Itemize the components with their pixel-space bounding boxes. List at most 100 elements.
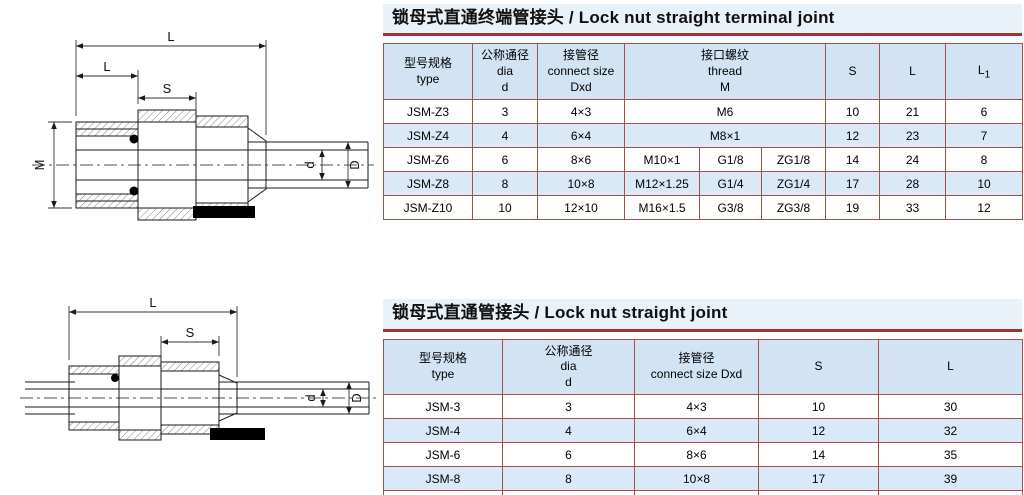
table-cell: 39 (878, 466, 1023, 492)
dim-label-L-overall: L (167, 29, 174, 44)
spec-column: 锁母式直通终端管接头 / Lock nut straight terminal … (383, 4, 1023, 495)
table-cell: 12×10 (537, 195, 625, 221)
table-cell: 10 (945, 171, 1023, 197)
dim-label-S: S (163, 81, 172, 96)
table-cell: 8 (502, 466, 635, 492)
col-header-L: L (879, 43, 946, 101)
table-cell: M16×1.5 (624, 195, 700, 221)
table-cell: 4×3 (537, 99, 625, 125)
table-cell: 12 (945, 195, 1023, 221)
table-cell: JSM-Z4 (383, 123, 473, 149)
table-cell: 35 (878, 442, 1023, 468)
seal-block (210, 428, 265, 440)
table-cell: 10 (502, 490, 635, 495)
table-cell: M12×1.25 (624, 171, 700, 197)
table-cell: G1/8 (699, 147, 762, 173)
table-cell: 10×8 (634, 466, 759, 492)
seal-ring-top (129, 134, 139, 144)
table-cell: 17 (758, 466, 879, 492)
table-cell: M10×1 (624, 147, 700, 173)
table-cell: 14 (758, 442, 879, 468)
table-cell: 10×8 (537, 171, 625, 197)
table-cell: 6×4 (634, 418, 759, 444)
col-header-S: S (758, 338, 879, 396)
table-cell: 4×3 (634, 394, 759, 420)
table-row: JSM-3 3 4×3 10 30 (383, 394, 1023, 420)
dim-label-d: d (303, 394, 318, 401)
col-header-connect-size: 接管径 connect size Dxd (634, 338, 759, 396)
table-row: JSM-Z4 4 6×4 M8×1 12 23 7 (383, 123, 1023, 149)
table-cell: G1/4 (699, 171, 762, 197)
col-header-dia: 公称通径 dia d (472, 43, 538, 101)
table-cell: JSM-6 (383, 442, 503, 468)
table-cell: 8 (472, 171, 538, 197)
table-cell: 6 (945, 99, 1023, 125)
table-row: JSM-Z8 8 10×8 M12×1.25 G1/4 ZG1/4 17 28 … (383, 171, 1023, 197)
col-header-L1: L1 (945, 43, 1023, 101)
header-row: 型号规格 type 公称通径 dia d 接管径 connect size Dx… (383, 338, 1023, 396)
table-cell: 3 (502, 394, 635, 420)
dim-label-D: D (349, 393, 364, 402)
table-cell: M8×1 (624, 123, 826, 149)
table-cell: 19 (758, 490, 879, 495)
table-row: JSM-Z6 6 8×6 M10×1 G1/8 ZG1/8 14 24 8 (383, 147, 1023, 173)
table-cell: ZG1/4 (761, 171, 826, 197)
table-cell: 24 (879, 147, 946, 173)
col-header-thread: 接口螺纹 thread M (624, 43, 826, 101)
seal-block (193, 206, 255, 218)
table-cell: 6 (502, 442, 635, 468)
terminal-joint-table: 型号规格 type 公称通径 dia d 接管径 connect size Dx… (383, 43, 1023, 221)
section-title-straight-joint: 锁母式直通管接头 / Lock nut straight joint (383, 299, 1022, 332)
table-cell: 8 (945, 147, 1023, 173)
table-cell: 4 (472, 123, 538, 149)
dim-label-M: M (32, 160, 47, 171)
dim-label-D: D (347, 160, 362, 169)
table-cell: JSM-8 (383, 466, 503, 492)
table-cell: 23 (879, 123, 946, 149)
table-cell: 30 (878, 394, 1023, 420)
seal-ring-bottom (129, 186, 139, 196)
col-header-S: S (825, 43, 880, 101)
col-header-type: 型号规格 type (383, 43, 473, 101)
dimension-lines (68, 306, 352, 414)
dim-label-L-thread: L (103, 59, 110, 74)
table-row: JSM-6 6 8×6 14 35 (383, 442, 1023, 468)
section-title-terminal-joint: 锁母式直通终端管接头 / Lock nut straight terminal … (383, 4, 1022, 37)
table-cell: 8×6 (537, 147, 625, 173)
table-cell: ZG3/8 (761, 195, 826, 221)
table-row: JSM-4 4 6×4 12 32 (383, 418, 1023, 444)
dim-label-d: d (302, 161, 317, 168)
table-cell: JSM-Z10 (383, 195, 473, 221)
table-cell: 28 (879, 171, 946, 197)
dimension-lines (48, 40, 351, 209)
table-cell: 10 (825, 99, 880, 125)
fitting-body (32, 109, 374, 221)
table-cell: 12×10 (634, 490, 759, 495)
dim-label-S: S (186, 325, 195, 340)
section-terminal-joint: 锁母式直通终端管接头 / Lock nut straight terminal … (383, 4, 1023, 221)
table-cell: 8×6 (634, 442, 759, 468)
table-cell: JSM-3 (383, 394, 503, 420)
dim-label-L: L (149, 295, 156, 310)
table-row: JSM-Z10 10 12×10 M16×1.5 G3/8 ZG3/8 19 3… (383, 195, 1023, 221)
table-row: JSM-Z3 3 4×3 M6 10 21 6 (383, 99, 1023, 125)
table-cell: 4 (502, 418, 635, 444)
table-cell: JSM-Z3 (383, 99, 473, 125)
table-cell: M6 (624, 99, 826, 125)
col-header-dia: 公称通径 dia d (502, 338, 635, 396)
table-cell: JSM-10 (383, 490, 503, 495)
table-cell: 32 (878, 418, 1023, 444)
table-cell: 10 (472, 195, 538, 221)
col-header-L: L (878, 338, 1023, 396)
fitting-body (20, 355, 377, 441)
table-cell: 21 (879, 99, 946, 125)
table-cell: 6 (472, 147, 538, 173)
table-cell: 3 (472, 99, 538, 125)
table-cell: JSM-4 (383, 418, 503, 444)
table-cell: 14 (825, 147, 880, 173)
terminal-joint-drawing: L L S M d D (32, 29, 374, 221)
table-cell: JSM-Z6 (383, 147, 473, 173)
col-header-type: 型号规格 type (383, 338, 503, 396)
seal-ring (111, 374, 119, 382)
